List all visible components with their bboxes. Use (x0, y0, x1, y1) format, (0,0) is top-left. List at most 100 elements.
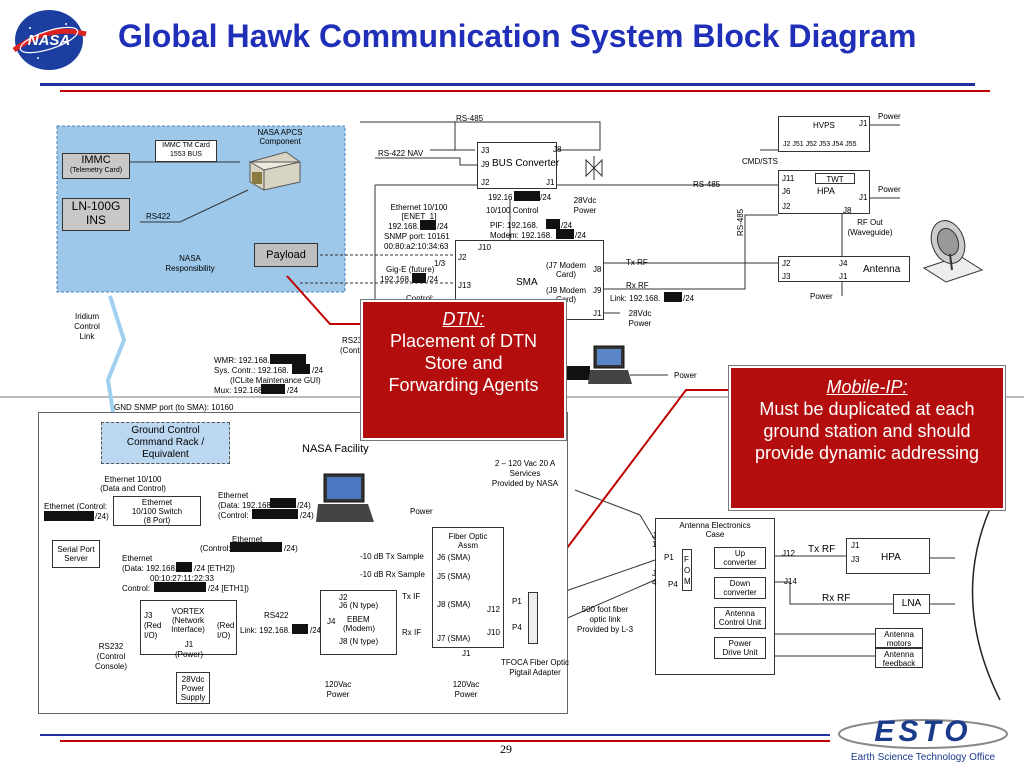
vac-services-2: Services (509, 469, 541, 478)
ant-power: Power (810, 292, 833, 301)
esto-logo-text: ESTO (874, 715, 972, 748)
j9-card-label: Card) (541, 295, 591, 304)
aec-j14: J14 (784, 577, 797, 586)
redaction (261, 384, 285, 394)
power-a: Power (326, 690, 350, 699)
gige-suffix: /24 (427, 275, 439, 284)
vortex-j-right: (Red (217, 621, 235, 630)
dtn-callout: DTN: Placement of DTN Store and Forwardi… (361, 300, 566, 440)
eth-control-mid-2: (Control: (200, 544, 231, 553)
hvps-power: Power (878, 112, 901, 121)
ln100g-ins-box: LN-100G INS (62, 198, 130, 231)
payload-box: Payload (254, 243, 318, 267)
redaction (270, 354, 306, 364)
sma-j9: J9 (593, 286, 602, 295)
power-b: Power (454, 690, 478, 699)
cmd-sts-label: CMD/STS (742, 157, 778, 166)
acu-1: Antenna (725, 609, 755, 618)
ebem-j2: J2 (339, 593, 348, 602)
payload-label: Payload (266, 249, 306, 261)
redaction (664, 292, 682, 302)
eth-vortex-2s: /24 [ETH2]) (194, 564, 235, 573)
ghpa-j1: J1 (851, 541, 860, 550)
psu-3: Supply (180, 693, 206, 702)
ebem-j8: J8 (N type) (339, 637, 379, 646)
sma-j8: J8 (593, 265, 602, 274)
hvps-pins: J2 J51 J52 J53 J54 J55 (783, 141, 857, 148)
title-rule-blue (40, 83, 975, 86)
downconverter-box: Down converter (714, 577, 766, 599)
rs23-trunc: RS23 (342, 336, 363, 345)
tfoca-1: TFOCA Fiber Optic (500, 658, 569, 667)
tx-if-label: Tx IF (402, 592, 421, 601)
lna-label: LNA (901, 598, 922, 609)
gtx-rf-label: Tx RF (808, 544, 836, 555)
vortex-power: (Power) (174, 650, 203, 659)
aec-p1: P1 (664, 553, 674, 562)
power-2: Power (628, 319, 652, 328)
rs485-vert-label: RS-485 (736, 208, 745, 236)
antenna-motors-box: Antenna motors (875, 628, 923, 648)
antenna-control-unit-box: Antenna Control Unit (714, 607, 766, 629)
title-rule-red (60, 90, 990, 92)
esto-label: Earth Science Technology Office (850, 752, 996, 763)
iridium-3: Link (79, 332, 95, 341)
link-ground-label: Link: 192.168. (240, 626, 291, 635)
nasa-logo: NASA (8, 6, 90, 74)
immc-tm-card-box: IMMC TM Card 1553 BUS (155, 140, 217, 162)
satellite-dish-icon (920, 214, 984, 284)
fiber-3: Provided by L-3 (576, 625, 634, 634)
upconverter-box: Up converter (714, 547, 766, 569)
wmr-label: WMR: 192.168. (214, 356, 270, 365)
redaction (412, 273, 426, 283)
enet1-label: [ENET_1] (401, 212, 437, 221)
j9-modem-label: (J9 Modem (545, 286, 586, 295)
downconv-1: Down (729, 579, 751, 588)
eth-ip-suffix: /24 (437, 222, 449, 231)
redaction (514, 191, 540, 201)
ins-label: INS (85, 213, 106, 227)
pdu-2: Drive Unit (722, 648, 758, 657)
eth-right-3s: /24) (300, 511, 314, 520)
hvps-label: HVPS (813, 121, 835, 130)
sma-j10: J10 (478, 243, 491, 252)
eth-right-2: (Data: 192.168. (218, 501, 274, 510)
ghpa-label: HPA (881, 552, 901, 563)
foa-j5: J5 (SMA) (437, 572, 471, 581)
rs422-label: RS422 (146, 212, 171, 221)
eth-right-2s: /24) (297, 501, 311, 510)
upconv-1: Up (734, 549, 746, 558)
hpa-j2: J2 (782, 202, 791, 211)
vortex-1: VORTEX (171, 607, 205, 616)
rf-out-label: RF Out (857, 218, 883, 227)
modem-label: Modem: 192.168. (490, 231, 553, 240)
rs232-2: (Control (96, 652, 126, 661)
twt-box: TWT (815, 173, 855, 184)
redaction (176, 562, 192, 572)
fom-box: F O M (682, 549, 692, 591)
eth-control-mid-1: Ethernet (232, 535, 263, 544)
page-title: Global Hawk Communication System Block D… (118, 18, 917, 54)
aec-j4: J (652, 569, 656, 578)
aec-2: Case (705, 530, 725, 539)
rs422-nav-label: RS-422 NAV (378, 149, 424, 158)
gnd-snmp-label: GND SNMP port (to SMA): 10160 (114, 403, 234, 412)
vac-services-1: 2 – 120 Vac 20 A (494, 459, 556, 468)
upconv-2: converter (723, 558, 757, 567)
waveguide-label: (Waveguide) (847, 228, 893, 237)
nasa-responsibility-2: Responsibility (165, 264, 215, 273)
eth-vortex-1: Ethernet (122, 554, 153, 563)
foa-1: Fiber Optic (448, 532, 488, 541)
ebem-box: J2 J6 (N type) J4 EBEM (Modem) J8 (N typ… (320, 590, 397, 655)
vortex-2: (Network (171, 616, 204, 625)
aec-j4b: 4 (652, 578, 657, 587)
eth-control-left-suffix: /24) (95, 512, 109, 521)
hpa-j6: J6 (782, 187, 791, 196)
power-supply-box: 28Vdc Power Supply (176, 672, 210, 704)
foa-j10: J10 (487, 628, 500, 637)
vac-services-3: Provided by NASA (491, 479, 559, 488)
fom-label: F O M (684, 555, 691, 586)
ghpa-j3: J3 (851, 555, 860, 564)
hvps-box: HVPS J1 J2 J51 J52 J53 J54 J55 (778, 116, 870, 152)
bc-j2: J2 (481, 178, 490, 187)
